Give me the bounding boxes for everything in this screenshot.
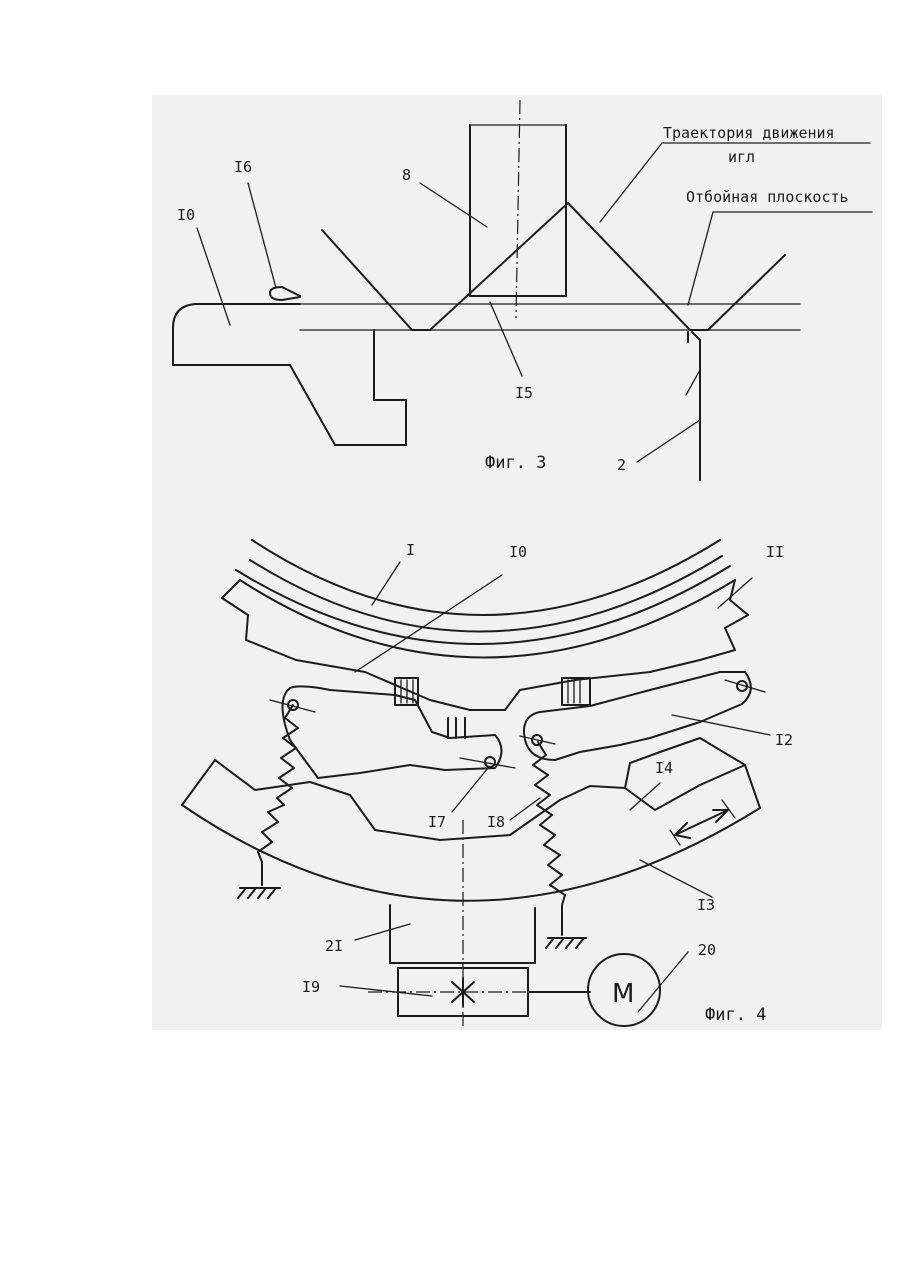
leader-2 xyxy=(637,420,700,462)
right-ribs xyxy=(568,680,580,703)
label-fig4-20: 20 xyxy=(698,941,716,959)
leader-fig4-1 xyxy=(372,562,400,605)
leader-fig4-19 xyxy=(340,986,432,996)
ring-outer-2 xyxy=(250,556,722,632)
leader-fig4-14 xyxy=(630,783,660,810)
label-15: I5 xyxy=(515,384,533,402)
part-11-cam-left xyxy=(222,580,700,710)
part-2-needle xyxy=(688,332,700,480)
part-10-sinker xyxy=(173,304,406,445)
leader-8 xyxy=(420,183,487,227)
leader-15 xyxy=(490,302,522,376)
figure-4: M I I0 II I2 I4 I3 I7 I8 2I 20 I9 Ф xyxy=(182,540,793,1028)
leader-fig4-13 xyxy=(640,860,712,897)
leader-10 xyxy=(197,228,230,325)
needle-axis-line xyxy=(516,100,520,318)
label-knock-over-plane: Отбойная плоскость xyxy=(686,188,849,206)
part-13-carrier-outer xyxy=(182,805,760,901)
leader-fig4-21 xyxy=(355,924,410,940)
ring-outer-1 xyxy=(252,540,720,615)
part-13-left-end xyxy=(182,760,215,805)
leader-needle-tick xyxy=(686,370,700,395)
label-trajectory-line1: Траектория движения xyxy=(663,124,835,142)
label-fig4-13: I3 xyxy=(697,896,715,914)
label-fig4-17: I7 xyxy=(428,813,446,831)
label-fig4-10: I0 xyxy=(509,543,527,561)
label-fig4-19: I9 xyxy=(302,978,320,996)
needle-trajectory xyxy=(322,203,785,330)
figure-4-caption: Фиг. 4 xyxy=(705,1005,766,1025)
label-fig4-21: 2I xyxy=(325,937,343,955)
label-fig4-18: I8 xyxy=(487,813,505,831)
part-16-hook xyxy=(270,287,300,300)
small-slots xyxy=(448,718,465,738)
label-fig4-12: I2 xyxy=(775,731,793,749)
label-trajectory-line2: игл xyxy=(728,148,755,166)
label-fig4-1: I xyxy=(406,541,415,559)
part-11-cam-right xyxy=(700,580,748,660)
left-lever xyxy=(283,686,502,778)
label-fig4-11: II xyxy=(766,543,784,561)
motor-symbol: M xyxy=(612,979,634,1009)
ring-1-inner xyxy=(240,580,735,658)
part-8-needle-bar xyxy=(470,125,566,296)
label-8: 8 xyxy=(402,166,411,184)
spring-right xyxy=(533,742,565,935)
leader-fig4-12 xyxy=(672,715,770,735)
leader-16 xyxy=(248,183,276,288)
label-16: I6 xyxy=(234,158,252,176)
double-arrow xyxy=(675,810,728,838)
ground-left xyxy=(238,888,280,898)
part-14-slot xyxy=(625,765,745,810)
label-10: I0 xyxy=(177,206,195,224)
figure-3-caption: Фиг. 3 xyxy=(485,453,546,473)
label-2: 2 xyxy=(617,456,626,474)
label-fig4-14: I4 xyxy=(655,759,673,777)
pivot-17 xyxy=(485,757,495,767)
part-12-lever xyxy=(524,672,751,760)
figure-3: 8 I6 I0 I5 2 Траектория движения игл Отб… xyxy=(173,100,872,480)
leader-fig4-17 xyxy=(452,768,488,812)
ground-right xyxy=(546,938,586,948)
